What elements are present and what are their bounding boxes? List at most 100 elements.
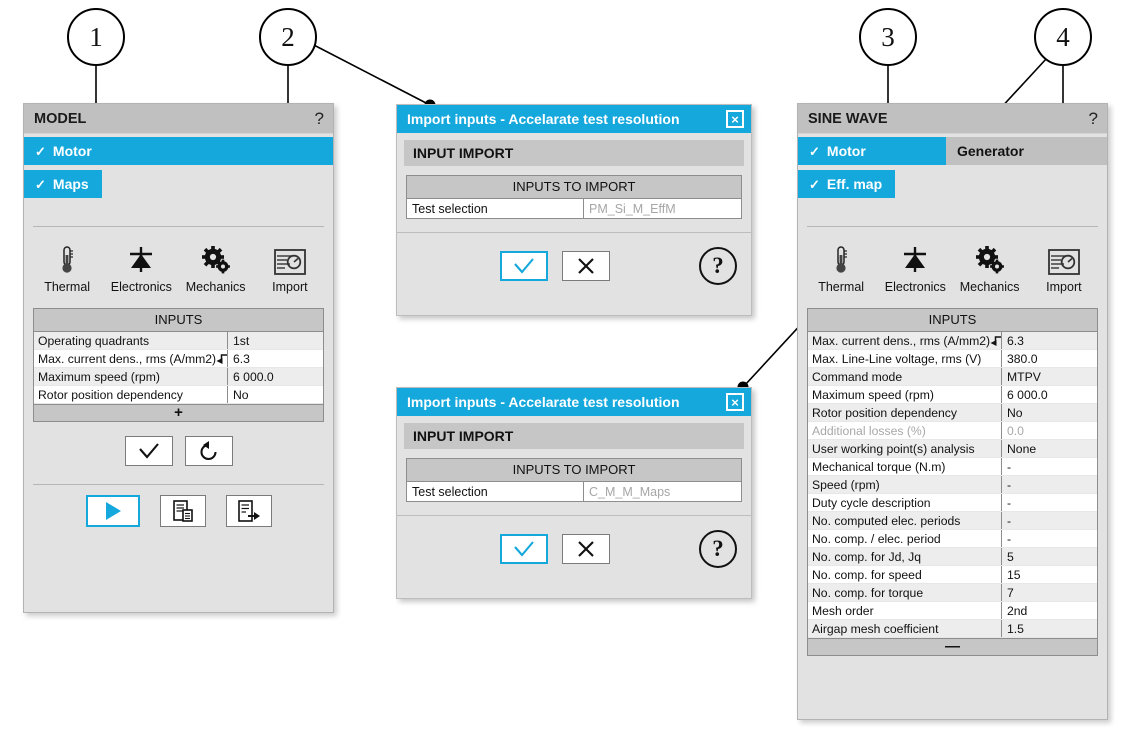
validate-button[interactable]: [124, 436, 173, 466]
row-value[interactable]: -: [1001, 494, 1097, 511]
toolbar-label: Mechanics: [185, 280, 246, 294]
row-value[interactable]: MTPV: [1001, 368, 1097, 385]
table-row[interactable]: Max. current dens., rms (A/mm2) 6.3: [808, 332, 1097, 350]
spacer: [798, 198, 1107, 220]
table-row[interactable]: Maximum speed (rpm) 6 000.0: [34, 368, 323, 386]
model-bottom-buttons: [24, 485, 333, 539]
help-icon[interactable]: ?: [1088, 108, 1098, 128]
row-label: Max. Line-Line voltage, rms (V): [812, 352, 982, 366]
table-row[interactable]: No. comp. for Jd, Jq 5: [808, 548, 1097, 566]
table-collapse-button[interactable]: —: [808, 638, 1097, 655]
table-row[interactable]: Speed (rpm) -: [808, 476, 1097, 494]
tabrow-filler: [104, 137, 333, 165]
model-tabrow-secondary: ✓ Maps: [24, 170, 333, 198]
table-expand-button[interactable]: +: [34, 404, 323, 421]
toolbar-item-import[interactable]: Import: [254, 241, 326, 294]
table-row[interactable]: Max. current dens., rms (A/mm2) 6.3: [34, 350, 323, 368]
row-label: Command mode: [812, 370, 903, 384]
table-row[interactable]: No. comp. for speed 15: [808, 566, 1097, 584]
tab-generator[interactable]: Generator: [946, 137, 1037, 165]
toolbar-label: Electronics: [884, 280, 946, 294]
toolbar-item-mechanics[interactable]: Mechanics: [954, 241, 1026, 294]
row-value[interactable]: None: [1001, 440, 1097, 457]
close-icon[interactable]: ×: [726, 110, 744, 128]
toolbar-item-electronics[interactable]: Electronics: [879, 241, 951, 294]
ok-button[interactable]: [500, 534, 548, 564]
table-row[interactable]: Test selection PM_Si_M_EffM: [407, 199, 741, 218]
row-label: No. comp. / elec. period: [812, 532, 941, 546]
row-label: Operating quadrants: [38, 334, 150, 348]
table-row[interactable]: Rotor position dependency No: [34, 386, 323, 404]
row-value[interactable]: 2nd: [1001, 602, 1097, 619]
callout-marker-2: 2: [259, 8, 317, 66]
table-row[interactable]: Operating quadrants 1st: [34, 332, 323, 350]
toolbar-label: Thermal: [44, 280, 91, 294]
table-row[interactable]: No. comp. / elec. period -: [808, 530, 1097, 548]
model-panel: MODEL ? ✓ Motor ✓ Maps: [23, 103, 334, 613]
cancel-button[interactable]: [562, 534, 610, 564]
export-button[interactable]: [225, 495, 272, 527]
row-value[interactable]: 1st: [227, 332, 323, 349]
row-value[interactable]: -: [1001, 458, 1097, 475]
table-row[interactable]: Test selection C_M_M_Maps: [407, 482, 741, 501]
table-row[interactable]: Duty cycle description -: [808, 494, 1097, 512]
toolbar-item-electronics[interactable]: Electronics: [105, 241, 177, 294]
row-value[interactable]: -: [1001, 476, 1097, 493]
table-title: INPUTS: [808, 309, 1097, 332]
row-value[interactable]: 6 000.0: [1001, 386, 1097, 403]
report-button[interactable]: [159, 495, 206, 527]
toolbar-item-thermal[interactable]: Thermal: [805, 241, 877, 294]
sine-wave-panel: SINE WAVE ? ✓ Motor Generator ✓ Eff. map: [797, 103, 1108, 720]
table-row[interactable]: Maximum speed (rpm) 6 000.0: [808, 386, 1097, 404]
tab-eff-map[interactable]: ✓ Eff. map: [798, 170, 896, 198]
link-arrow-icon[interactable]: [216, 353, 227, 365]
row-label: No. comp. for Jd, Jq: [812, 550, 922, 564]
row-label: Max. current dens., rms (A/mm2): [812, 334, 991, 348]
ok-button[interactable]: [500, 251, 548, 281]
row-label: Test selection: [412, 202, 488, 216]
row-value[interactable]: 5: [1001, 548, 1097, 565]
sine-wave-panel-header: SINE WAVE ?: [798, 104, 1107, 134]
help-icon[interactable]: ?: [314, 108, 324, 128]
table-row[interactable]: Rotor position dependency No: [808, 404, 1097, 422]
tab-maps[interactable]: ✓ Maps: [24, 170, 102, 198]
test-selection-value[interactable]: C_M_M_Maps: [583, 482, 741, 501]
table-row[interactable]: Airgap mesh coefficient 1.5: [808, 620, 1097, 638]
row-value[interactable]: 6.3: [227, 350, 323, 367]
row-value[interactable]: 380.0: [1001, 350, 1097, 367]
row-value[interactable]: 6 000.0: [227, 368, 323, 385]
run-button[interactable]: [85, 495, 140, 527]
toolbar-item-mechanics[interactable]: Mechanics: [180, 241, 252, 294]
import-dialog-2: Import inputs - Accelarate test resoluti…: [396, 387, 752, 599]
help-icon[interactable]: ?: [699, 530, 737, 568]
table-row[interactable]: No. comp. for torque 7: [808, 584, 1097, 602]
tab-motor[interactable]: ✓ Motor: [24, 137, 105, 165]
row-value[interactable]: No: [227, 386, 323, 403]
table-row[interactable]: Mesh order 2nd: [808, 602, 1097, 620]
table-row[interactable]: User working point(s) analysis None: [808, 440, 1097, 458]
table-row[interactable]: Max. Line-Line voltage, rms (V) 380.0: [808, 350, 1097, 368]
divider: [397, 515, 751, 516]
table-row[interactable]: Mechanical torque (N.m) -: [808, 458, 1097, 476]
test-selection-value[interactable]: PM_Si_M_EffM: [583, 199, 741, 218]
row-value[interactable]: -: [1001, 512, 1097, 529]
table-row[interactable]: Command mode MTPV: [808, 368, 1097, 386]
link-arrow-icon[interactable]: [990, 335, 1001, 347]
row-value[interactable]: 7: [1001, 584, 1097, 601]
row-value[interactable]: 15: [1001, 566, 1097, 583]
sine-tabrow-primary: ✓ Motor Generator: [798, 137, 1107, 165]
row-value[interactable]: No: [1001, 404, 1097, 421]
row-value[interactable]: 6.3: [1001, 332, 1097, 349]
reset-button[interactable]: [184, 436, 233, 466]
table-row[interactable]: No. computed elec. periods -: [808, 512, 1097, 530]
close-icon[interactable]: ×: [726, 393, 744, 411]
toolbar-item-import[interactable]: Import: [1028, 241, 1100, 294]
row-value[interactable]: -: [1001, 530, 1097, 547]
cancel-button[interactable]: [562, 251, 610, 281]
row-value[interactable]: 1.5: [1001, 620, 1097, 637]
model-tabrow-primary: ✓ Motor: [24, 137, 333, 165]
dialog-titlebar: Import inputs - Accelarate test resoluti…: [397, 105, 751, 133]
help-icon[interactable]: ?: [699, 247, 737, 285]
toolbar-item-thermal[interactable]: Thermal: [31, 241, 103, 294]
tab-motor[interactable]: ✓ Motor: [798, 137, 946, 165]
